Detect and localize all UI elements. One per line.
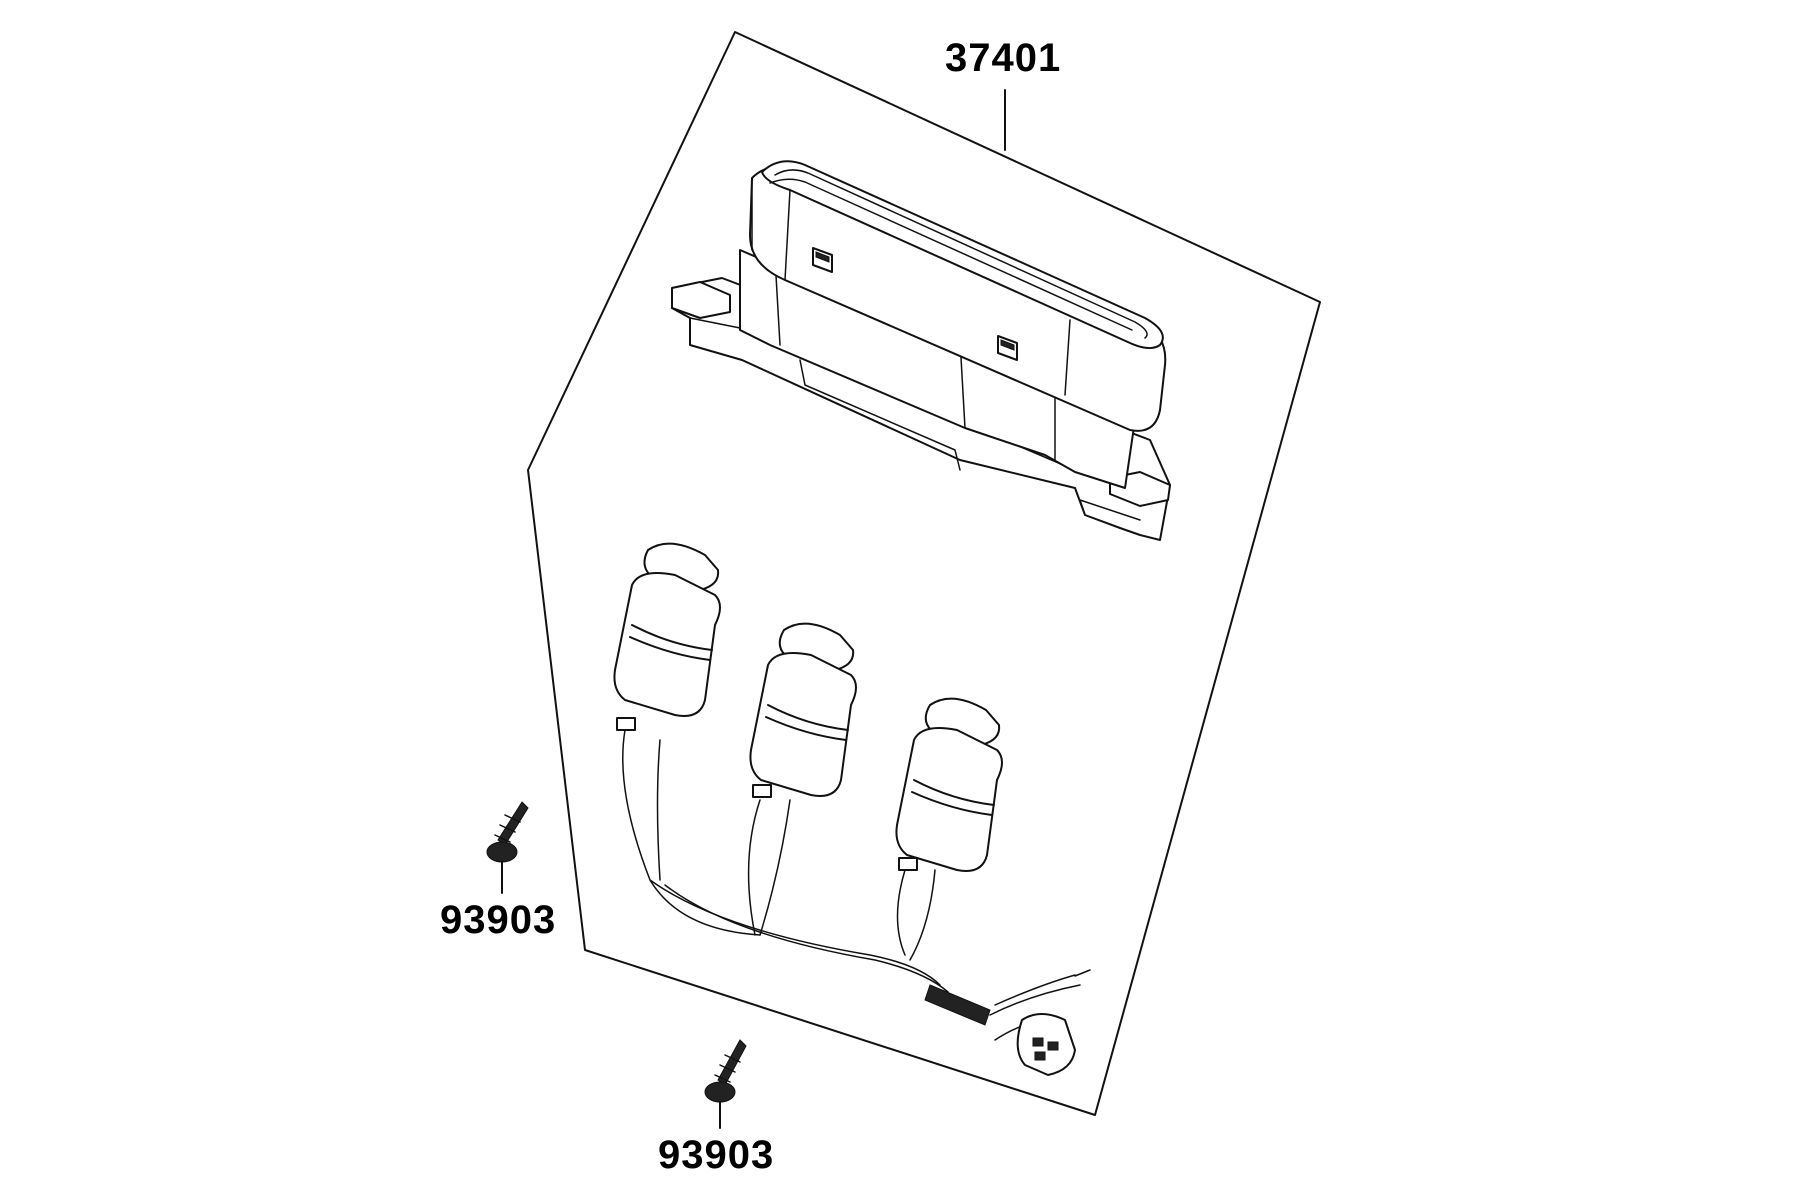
- part-number-93903-bottom: 93903: [658, 1133, 775, 1177]
- screw-bottom: [704, 1039, 747, 1129]
- wiring-harness: [622, 729, 1091, 1076]
- meter-case: [671, 160, 1171, 541]
- part-number-93903-left: 93903: [440, 898, 557, 942]
- bulb-socket-left: [613, 542, 721, 731]
- bulb-socket-middle: [749, 622, 857, 798]
- assembly-outline-frame: [527, 31, 1321, 1116]
- bulb-socket-right: [895, 697, 1003, 872]
- part-number-37401: 37401: [945, 36, 1062, 80]
- screw-left: [486, 801, 529, 894]
